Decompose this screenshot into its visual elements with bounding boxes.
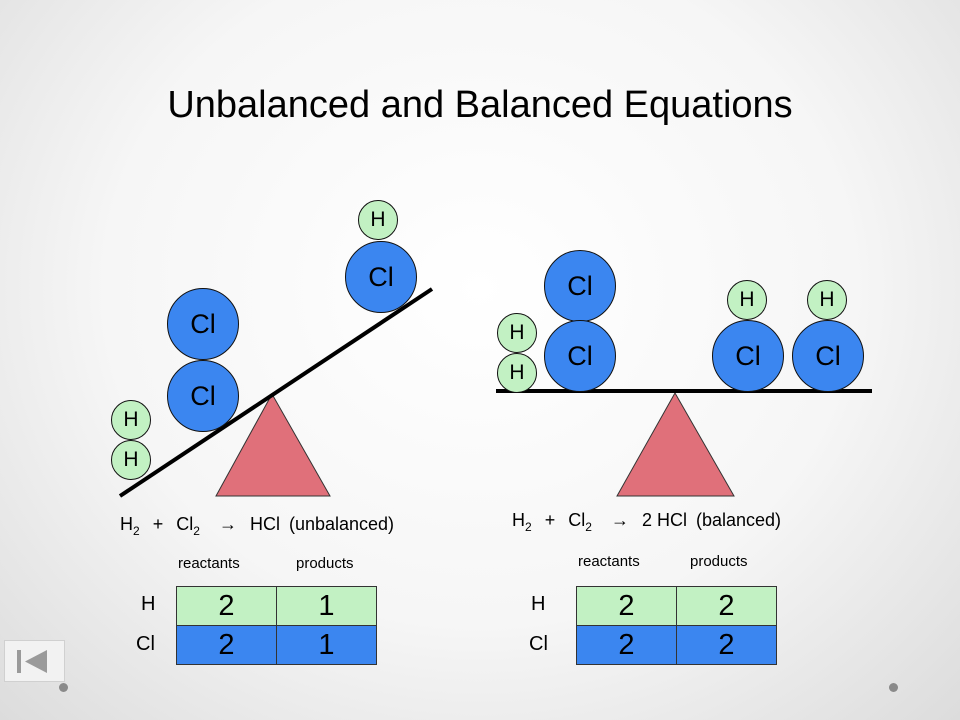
- corner-dot-right: [889, 683, 898, 692]
- left-col-header-products: products: [296, 555, 354, 572]
- eq-h-subscript: 2: [133, 524, 140, 538]
- left-reactant-h-atom-bottom: H: [111, 440, 151, 480]
- left-beam: [118, 287, 434, 498]
- eq-plus: +: [544, 510, 556, 530]
- right-reactant-h-atom-top: H: [497, 313, 537, 353]
- right-product-cl-atom-1: Cl: [712, 320, 784, 392]
- right-h-reactants-cell: 2: [576, 586, 677, 626]
- right-fulcrum: [616, 391, 735, 497]
- right-row-label-h: H: [531, 593, 546, 615]
- eq-cl: Cl: [176, 514, 194, 534]
- eq-h: H: [120, 514, 133, 534]
- right-col-header-reactants: reactants: [578, 553, 640, 570]
- left-row-label-cl: Cl: [136, 633, 155, 655]
- previous-slide-icon: [17, 650, 47, 673]
- left-product-cl-atom: Cl: [345, 241, 417, 313]
- right-reactant-cl-atom-top: Cl: [544, 250, 616, 322]
- right-col-header-products: products: [690, 553, 748, 570]
- left-reactant-h-atom-top: H: [111, 400, 151, 440]
- eq-h-subscript: 2: [525, 520, 532, 534]
- eq-h: H: [512, 510, 525, 530]
- previous-slide-button[interactable]: [4, 640, 65, 682]
- eq-status: (unbalanced): [288, 514, 395, 534]
- left-cl-reactants-cell: 2: [176, 625, 277, 665]
- slide-title: Unbalanced and Balanced Equations: [167, 84, 793, 126]
- left-col-header-reactants: reactants: [178, 555, 240, 572]
- right-cl-products-cell: 2: [676, 625, 777, 665]
- eq-product: HCl: [656, 510, 687, 530]
- eq-coefficient: 2: [641, 510, 652, 530]
- right-h-products-cell: 2: [676, 586, 777, 626]
- right-row-label-cl: Cl: [529, 633, 548, 655]
- left-h-products-cell: 1: [276, 586, 377, 626]
- right-cl-reactants-cell: 2: [576, 625, 677, 665]
- reaction-arrow-icon: →: [218, 514, 237, 534]
- left-reactant-cl-atom-top: Cl: [167, 288, 239, 360]
- left-reactant-cl-atom-bottom: Cl: [167, 360, 239, 432]
- eq-status: (balanced): [696, 510, 782, 530]
- eq-cl-subscript: 2: [193, 524, 200, 538]
- right-product-h-atom-2: H: [807, 280, 847, 320]
- corner-dot-left: [59, 683, 68, 692]
- left-product-h-atom: H: [358, 200, 398, 240]
- eq-plus: +: [152, 514, 164, 534]
- right-reactant-cl-atom-bottom: Cl: [544, 320, 616, 392]
- right-reactant-h-atom-bottom: H: [497, 353, 537, 393]
- right-product-h-atom-1: H: [727, 280, 767, 320]
- left-fulcrum: [215, 392, 331, 497]
- reaction-arrow-icon: →: [610, 510, 629, 530]
- left-row-label-h: H: [141, 593, 156, 615]
- left-h-reactants-cell: 2: [176, 586, 277, 626]
- left-cl-products-cell: 1: [276, 625, 377, 665]
- eq-cl-subscript: 2: [585, 520, 592, 534]
- right-product-cl-atom-2: Cl: [792, 320, 864, 392]
- eq-product: HCl: [249, 514, 280, 534]
- eq-cl: Cl: [568, 510, 586, 530]
- right-equation: H2 + Cl2 → 2 HCl (balanced): [512, 510, 781, 534]
- left-equation: H2 + Cl2 → HCl (unbalanced): [120, 514, 394, 538]
